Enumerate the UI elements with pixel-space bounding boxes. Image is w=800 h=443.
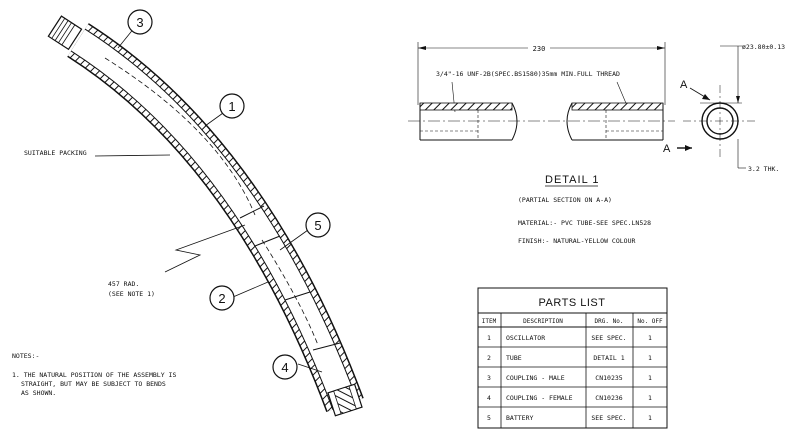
end-view-inner-circle	[706, 107, 734, 135]
detail-subtitle: (PARTIAL SECTION ON A-A)	[518, 196, 612, 204]
row-2-item: 2	[487, 354, 491, 362]
table-row: 1 OSCILLATOR SEE SPEC. 1	[487, 334, 652, 342]
oscillator-outline	[104, 57, 256, 216]
coupling-male	[47, 15, 83, 51]
row-2-qty: 1	[648, 354, 652, 362]
material-spec: MATERIAL:- PVC TUBE-SEE SPEC.LN528	[518, 219, 651, 227]
row-1-drg: SEE SPEC.	[591, 334, 626, 342]
finish-spec: FINISH:- NATURAL-YELLOW COLOUR	[518, 237, 635, 245]
balloon-3	[127, 9, 153, 35]
row-5-item: 5	[487, 414, 491, 422]
parts-list-frame	[477, 287, 668, 429]
row-4-description: COUPLING - FEMALE	[506, 394, 573, 402]
section-mark-top: A	[680, 79, 688, 91]
row-5-qty: 1	[648, 414, 652, 422]
balloon-4-number: 4	[281, 360, 288, 375]
note-line-2: STRAIGHT, BUT MAY BE SUBJECT TO BENDS	[21, 380, 166, 388]
balloon-3-number: 3	[136, 15, 143, 30]
table-row: 4 COUPLING - FEMALE CN10236 1	[487, 394, 652, 402]
table-row: 5 BATTERY SEE SPEC. 1	[487, 414, 652, 422]
header-drg-no: DRG. No.	[595, 318, 624, 325]
row-4-drg: CN10236	[595, 394, 622, 402]
balloon-5	[305, 212, 331, 238]
row-2-description: TUBE	[506, 354, 522, 362]
row-1-qty: 1	[648, 334, 652, 342]
table-row: 3 COUPLING - MALE CN10235 1	[487, 374, 652, 382]
note-line-1: 1. THE NATURAL POSITION OF THE ASSEMBLY …	[12, 371, 176, 379]
tube-section-right	[566, 102, 664, 141]
radius-line	[164, 224, 246, 273]
balloon-1-number: 1	[228, 99, 235, 114]
balloon-5-number: 5	[314, 218, 321, 233]
thickness-dimension: 3.2 THK.	[748, 165, 779, 173]
end-view: ø23.80±0.13 3.2 THK. A A	[663, 43, 785, 173]
parts-list-title: PARTS LIST	[539, 297, 606, 309]
label-radius: 457 RAD.	[108, 280, 139, 288]
notes-heading: NOTES:-	[12, 352, 39, 360]
label-radius-note: (SEE NOTE 1)	[108, 290, 155, 298]
row-1-description: OSCILLATOR	[506, 334, 545, 342]
length-dimension-value: 230	[533, 45, 546, 53]
diameter-dimension: ø23.80±0.13	[742, 43, 785, 51]
parts-list-header: ITEM DESCRIPTION DRG. No. No. OFF	[482, 318, 663, 325]
row-5-drg: SEE SPEC.	[591, 414, 626, 422]
tube-wall-hatch	[68, 24, 363, 412]
assembly-view: 3 1 5 2 4 SUITABLE PACKING 457 RAD. (SEE…	[24, 9, 364, 417]
parts-list: PARTS LIST ITEM DESCRIPTION DRG. No. No.…	[477, 287, 668, 429]
row-3-qty: 1	[648, 374, 652, 382]
balloon-4	[272, 354, 298, 380]
row-2-drg: DETAIL 1	[593, 354, 624, 362]
row-3-drg: CN10235	[595, 374, 622, 382]
section-mark-bottom: A	[663, 143, 671, 155]
notes-block: NOTES:- 1. THE NATURAL POSITION OF THE A…	[12, 352, 176, 397]
detail-1-view: 230 3/4"-16 UNF-2B(SPEC.BS1580)35mm MIN.…	[408, 42, 785, 245]
row-1-item: 1	[487, 334, 491, 342]
balloon-2	[209, 285, 235, 311]
header-no-off: No. OFF	[637, 318, 663, 325]
label-suitable-packing: SUITABLE PACKING	[24, 149, 87, 157]
note-line-3: AS SHOWN.	[21, 389, 56, 397]
row-5-description: BATTERY	[506, 414, 533, 422]
coupling-female	[327, 383, 363, 417]
row-4-qty: 1	[648, 394, 652, 402]
balloon-2-number: 2	[218, 291, 225, 306]
thread-note: 3/4"-16 UNF-2B(SPEC.BS1580)35mm MIN.FULL…	[436, 70, 620, 78]
row-3-item: 3	[487, 374, 491, 382]
row-4-item: 4	[487, 394, 491, 402]
table-row: 2 TUBE DETAIL 1 1	[487, 354, 652, 362]
tube-section-left	[419, 102, 518, 141]
header-item: ITEM	[482, 318, 497, 325]
row-3-description: COUPLING - MALE	[506, 374, 565, 382]
battery-outline	[261, 239, 319, 346]
detail-title: DETAIL 1	[545, 174, 599, 186]
balloon-1	[219, 93, 245, 119]
header-description: DESCRIPTION	[523, 318, 563, 325]
